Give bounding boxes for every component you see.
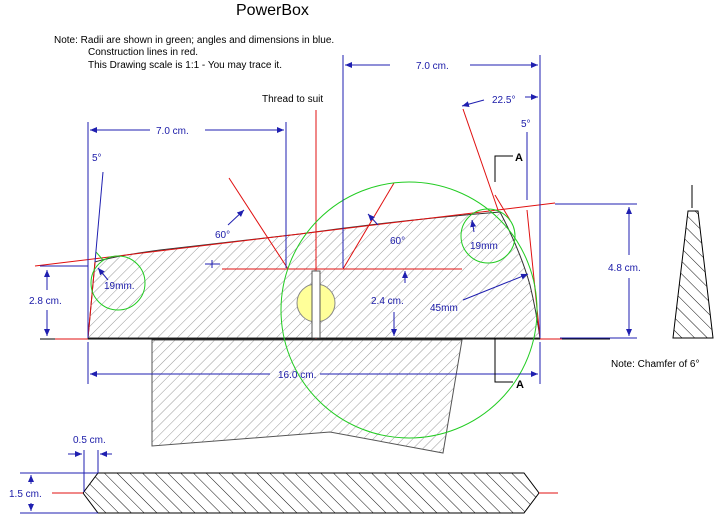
construction-v-left (228, 177, 289, 270)
section-view-shape (672, 210, 714, 339)
angle-arrow-60-left (227, 209, 245, 226)
angle-top-right: 22.5° (492, 95, 515, 106)
section-label-bottom: A (516, 379, 524, 391)
dim-top-right-width: 7.0 cm. (416, 61, 449, 72)
construction-v-right (342, 182, 395, 270)
section-marker-bottom (494, 338, 513, 383)
dim-left-height: 2.8 cm. (29, 296, 62, 307)
construction-right-tangent (494, 194, 511, 221)
angle-v-left: 60° (215, 230, 230, 241)
thread-slot (311, 270, 321, 339)
angle-arrow-22 (461, 99, 485, 108)
thread-label: Thread to suit (262, 94, 323, 105)
dim-thickness: 1.5 cm. (9, 489, 42, 500)
radius-circle-large (280, 181, 538, 439)
dim-overall-length: 16.0 cm. (278, 370, 316, 381)
note-line-1: Note: Radii are shown in green; angles a… (54, 35, 334, 46)
note-line-2: Construction lines in red. (88, 47, 198, 58)
construction-top-line (34, 202, 556, 267)
construction-angle-line (462, 108, 499, 211)
radius-arrow-left (97, 267, 109, 281)
lower-clamp-shape (151, 339, 463, 454)
dim-center-height: 2.4 cm. (371, 296, 404, 307)
radius-large-label: 45mm (430, 303, 458, 314)
angle-left-ref (94, 171, 104, 263)
radius-right-label: 19mm (470, 241, 498, 252)
dim-top-left-width: 7.0 cm. (156, 126, 189, 137)
radius-tick-left (95, 251, 104, 261)
angle-right-side: 5° (521, 119, 531, 130)
radius-arrow-large (462, 273, 529, 301)
note-line-3: This Drawing scale is 1:1 - You may trac… (88, 60, 282, 71)
angle-left-side: 5° (92, 153, 102, 164)
radius-arrow-right (470, 219, 477, 233)
dim-tenon: 0.5 cm. (73, 435, 106, 446)
construction-right-side (526, 209, 541, 339)
construction-left-side (87, 261, 96, 339)
page-title: PowerBox (236, 2, 309, 19)
bottom-elevation-shape (82, 472, 540, 514)
radius-left-label: 19mm. (104, 281, 135, 292)
angle-v-right: 60° (390, 236, 405, 247)
section-marker-top (494, 155, 513, 182)
radius-circle-left (90, 255, 146, 311)
chamfer-note: Note: Chamfer of 6° (611, 359, 699, 370)
dim-right-height: 4.8 cm. (608, 263, 641, 274)
section-label-top: A (515, 152, 523, 164)
angle-arrow-60-right (367, 213, 379, 226)
